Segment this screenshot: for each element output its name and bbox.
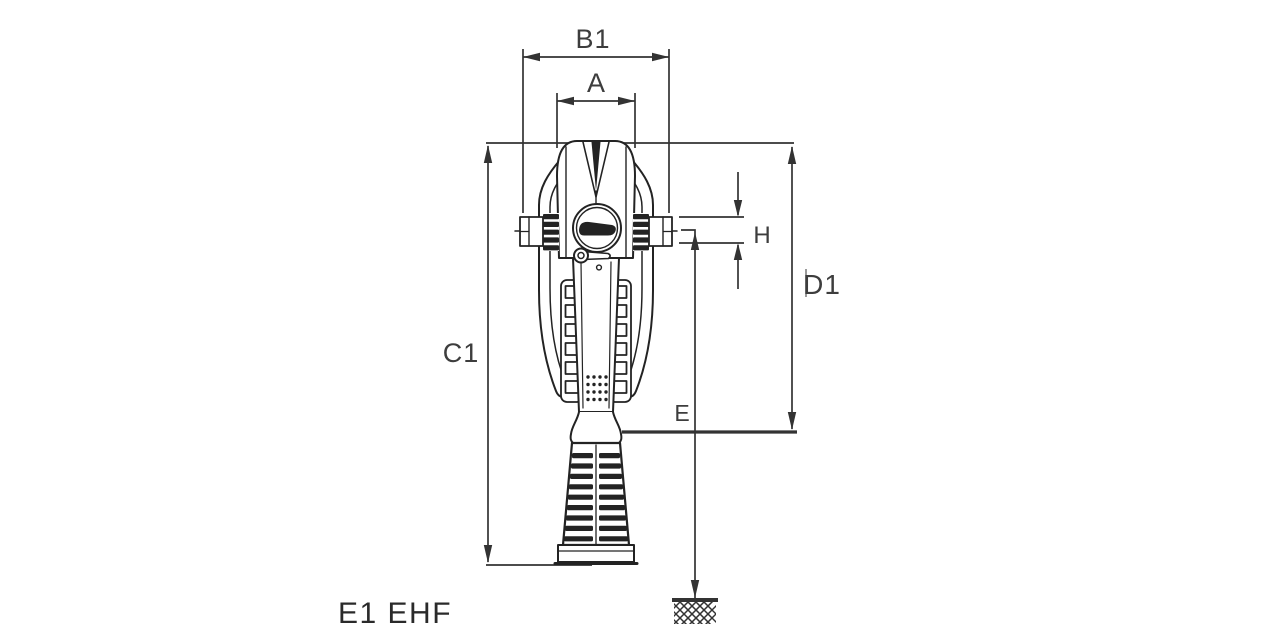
filter-device [514, 140, 678, 565]
dim-label-b1: B1 [575, 24, 610, 54]
inlet-nut-ribs [543, 214, 559, 251]
arrow-c1-bottom [483, 545, 493, 563]
arrow-h-top [733, 200, 743, 217]
dim-label-h: H [753, 222, 770, 249]
arrow-e-bottom [690, 580, 700, 598]
locking-lever [573, 247, 611, 271]
dimension-e [681, 229, 696, 598]
bell-neck [569, 411, 623, 444]
outlet-nut-ribs [633, 214, 649, 251]
dimension-b1 [522, 49, 670, 213]
device-dark-details [543, 142, 649, 542]
dimension-lines [486, 49, 807, 624]
ground-symbol [672, 598, 718, 624]
dim-label-c1: C1 [443, 338, 480, 368]
arrow-b1-left [523, 52, 540, 62]
arrow-a-right [618, 96, 635, 106]
bell-base [553, 544, 639, 565]
dimension-arrowheads [483, 52, 797, 598]
dim-label-a: A [587, 68, 605, 98]
arrow-h-bottom [733, 243, 743, 260]
arrow-a-left [557, 96, 574, 106]
sight-column [572, 257, 620, 413]
product-label: E1 EHF [338, 597, 452, 630]
arrow-b1-right [652, 52, 669, 62]
v-notch-fill [591, 142, 601, 191]
dimension-d1 [622, 147, 797, 434]
drain-dots [586, 375, 608, 402]
arrow-c1-top [483, 145, 493, 163]
bell-ribs [564, 453, 628, 542]
dim-label-e: E [674, 400, 689, 426]
arrow-d1-bottom [787, 412, 797, 430]
dim-label-d1: D1 [803, 269, 841, 300]
arrow-e-top [690, 232, 700, 250]
bwt-logo-mark [579, 221, 616, 236]
arrow-d1-top [787, 146, 797, 164]
